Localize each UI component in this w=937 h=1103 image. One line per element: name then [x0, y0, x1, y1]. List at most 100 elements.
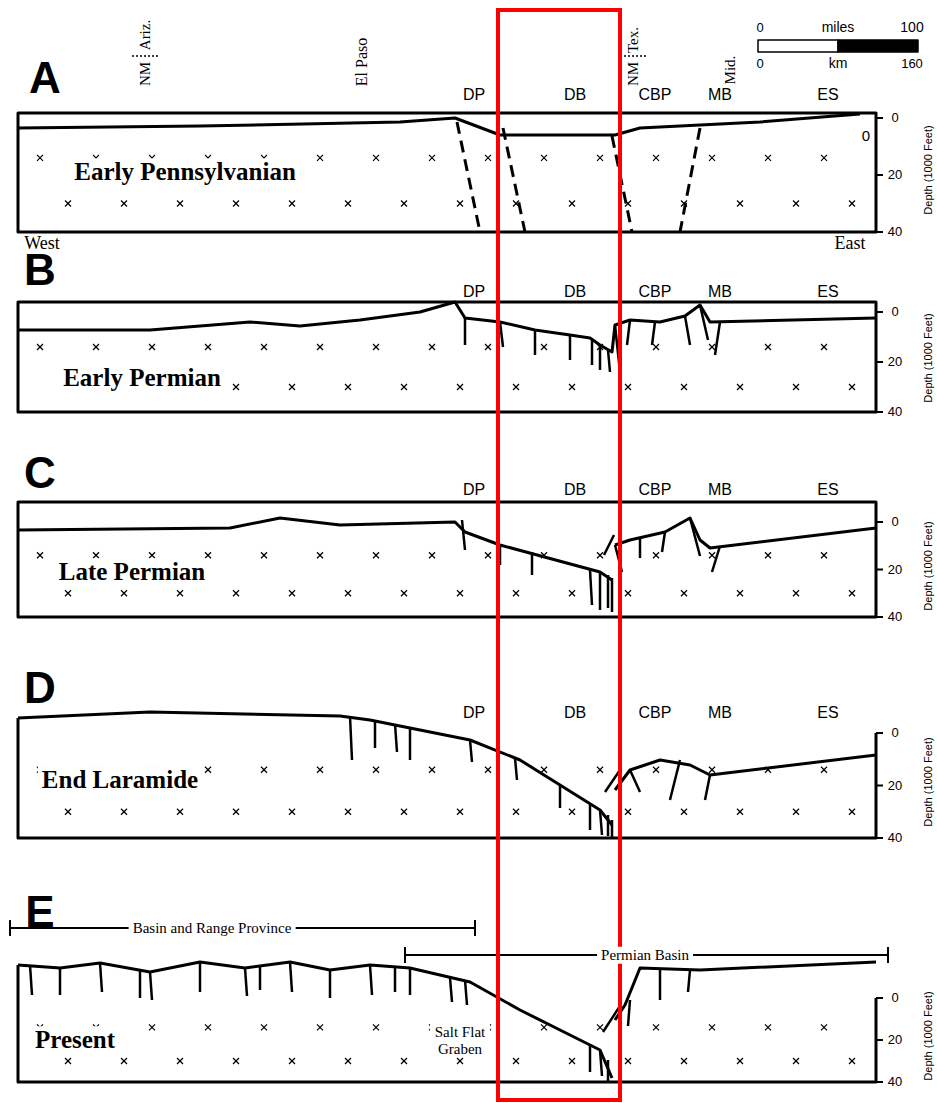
stroke	[737, 384, 743, 390]
stroke	[607, 815, 610, 836]
stroke	[205, 1024, 211, 1030]
stroke	[177, 590, 183, 596]
label: Depth (1000 Feet)	[922, 313, 934, 402]
panel-letter: D	[24, 664, 56, 712]
label: ES	[817, 704, 838, 722]
label: 20	[888, 1033, 902, 1047]
label: DB	[564, 481, 586, 499]
stroke	[289, 201, 295, 207]
stroke	[793, 384, 799, 390]
stroke	[607, 575, 610, 608]
stroke	[485, 344, 491, 350]
place-name: Ariz.	[137, 20, 154, 50]
stroke	[465, 980, 467, 1005]
stroke	[245, 968, 247, 996]
stroke	[627, 320, 630, 345]
stroke	[65, 809, 71, 815]
province-label: Basin and Range Province	[129, 920, 296, 937]
stroke	[849, 201, 855, 207]
stroke	[541, 552, 547, 558]
stroke	[849, 809, 855, 815]
stroke	[457, 1058, 463, 1064]
stroke	[625, 809, 631, 815]
label: 100	[900, 20, 923, 35]
stroke	[233, 1058, 239, 1064]
stroke	[737, 384, 743, 390]
stroke	[793, 1058, 799, 1064]
stroke	[513, 201, 519, 207]
stroke	[139, 970, 142, 998]
stroke	[709, 767, 715, 773]
stroke	[317, 344, 323, 350]
stroke	[259, 966, 262, 990]
stroke	[876, 1039, 883, 1041]
stroke	[485, 552, 491, 558]
stroke	[345, 1058, 351, 1064]
stroke	[681, 1058, 687, 1064]
stroke	[401, 809, 407, 815]
stroke	[373, 1024, 379, 1030]
stroke	[709, 1024, 715, 1030]
stroke	[608, 350, 610, 372]
stroke	[289, 809, 295, 815]
stroke	[289, 1058, 295, 1064]
panel-letter: C	[24, 449, 56, 497]
stroke	[597, 552, 603, 558]
label: DB	[564, 283, 586, 301]
stroke	[317, 552, 323, 558]
stroke	[765, 1024, 771, 1030]
stroke	[705, 775, 710, 800]
stroke	[793, 1058, 799, 1064]
stroke	[261, 552, 267, 558]
stroke	[765, 552, 771, 558]
stroke	[429, 344, 435, 350]
label: ES	[817, 86, 838, 104]
stroke	[625, 201, 631, 207]
stroke	[513, 809, 519, 815]
stroke	[457, 809, 463, 815]
label: 40	[888, 610, 902, 624]
stroke	[429, 552, 435, 558]
stroke	[541, 155, 547, 161]
stroke	[597, 155, 603, 161]
time-title: Early Permian	[59, 364, 225, 392]
stroke	[409, 968, 412, 995]
label: MB	[708, 86, 732, 104]
stroke	[597, 155, 603, 161]
stroke	[590, 570, 592, 605]
stroke	[821, 1024, 827, 1030]
stroke	[700, 305, 708, 340]
label: 20	[888, 562, 902, 576]
stroke	[821, 344, 827, 350]
stroke	[569, 384, 575, 390]
stroke	[876, 361, 883, 363]
stroke	[876, 1081, 883, 1083]
label: 20	[888, 778, 902, 792]
stroke	[652, 322, 655, 345]
stroke	[401, 590, 407, 596]
label: 0	[891, 991, 898, 1005]
label: ES	[817, 481, 838, 499]
stroke	[233, 1058, 239, 1064]
stroke	[121, 809, 127, 815]
stroke	[289, 384, 295, 390]
stroke	[600, 810, 602, 835]
stroke	[121, 201, 127, 207]
stroke	[597, 344, 603, 350]
label: 0	[891, 726, 898, 740]
label: MB	[708, 481, 732, 499]
stroke	[793, 201, 799, 207]
stroke	[765, 767, 771, 773]
graben-label: Salt Flat Graben	[430, 1024, 490, 1057]
stroke	[625, 809, 631, 815]
stroke	[849, 384, 855, 390]
stroke	[793, 384, 799, 390]
stroke	[849, 201, 855, 207]
stroke	[457, 384, 463, 390]
stroke	[513, 590, 519, 596]
stroke	[121, 809, 127, 815]
stroke	[681, 384, 687, 390]
stroke	[653, 1024, 659, 1030]
label: DP	[463, 283, 485, 301]
stroke	[261, 767, 267, 773]
